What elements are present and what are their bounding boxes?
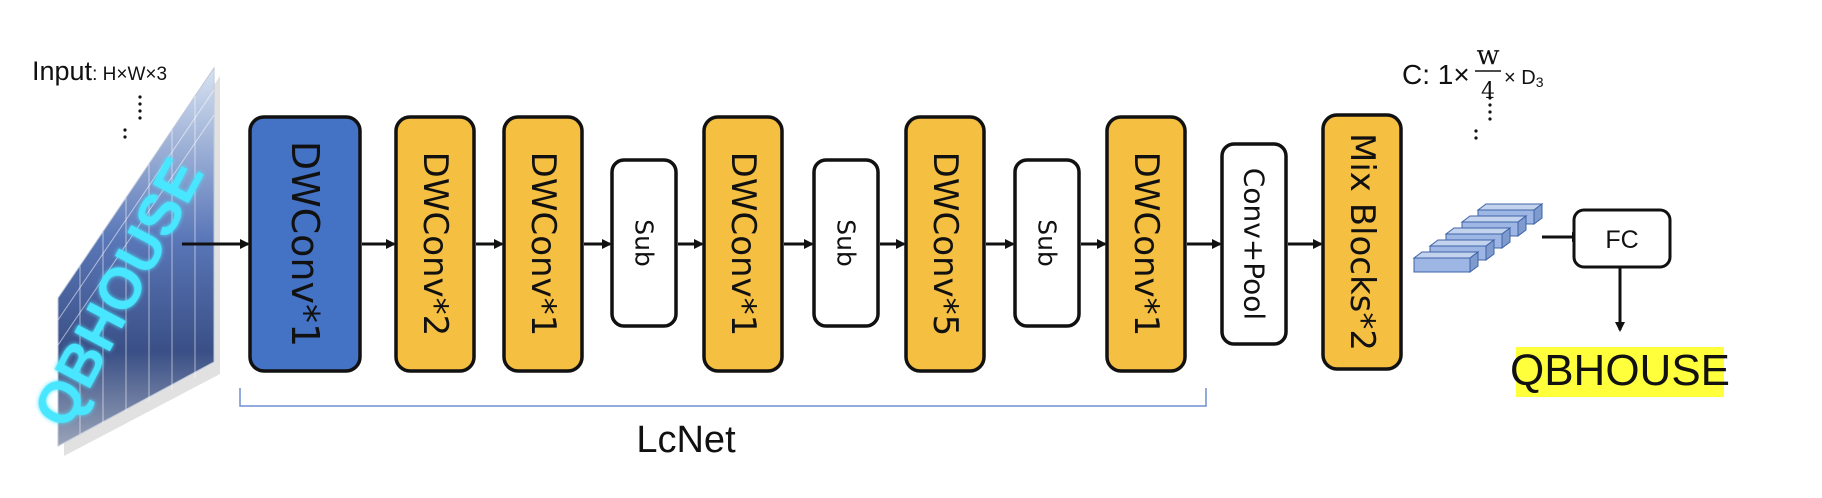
output-highlight xyxy=(1516,347,1724,397)
lcnet-label: LcNet xyxy=(636,419,736,461)
input-shape: H×W×3 xyxy=(103,64,167,85)
fc-label: FC xyxy=(1605,226,1638,254)
block-8-label: Sub xyxy=(1033,219,1062,267)
feature-dots xyxy=(1474,96,1492,140)
input-dots xyxy=(123,95,142,139)
block-7-conv xyxy=(904,115,986,373)
feature-numerator: w xyxy=(1476,40,1499,71)
feature-denominator: 4 xyxy=(1481,79,1495,104)
block-3-label: DWConv*1 xyxy=(523,152,563,337)
block-6-label: Sub xyxy=(832,219,861,267)
network-blocks: DWConv*1 DWConv*2 DWConv*1 Sub DWConv*1 Sub DW… xyxy=(248,113,1403,373)
block-5-label: DWConv*1 xyxy=(723,152,763,337)
block-2-label: DWConv*2 xyxy=(415,152,455,337)
block-4-label: Sub xyxy=(630,219,659,267)
block-8-sub xyxy=(1013,158,1081,328)
feature-tensor-icon xyxy=(1412,203,1544,273)
block-11-conv xyxy=(1321,113,1403,371)
block-3-conv xyxy=(502,115,584,373)
block-10-label: Conv+Pool xyxy=(1238,168,1271,320)
slab-3-top xyxy=(1444,227,1512,235)
fc-block xyxy=(1572,208,1672,269)
block-1-primary xyxy=(248,115,362,373)
block-7-label: DWConv*5 xyxy=(925,152,965,337)
block-6-sub xyxy=(812,158,880,328)
block-10-sub xyxy=(1220,142,1288,346)
block-9-conv xyxy=(1105,115,1187,373)
slab-4-top xyxy=(1428,239,1496,247)
slab-2-top xyxy=(1460,215,1528,223)
feature-subscript: 3 xyxy=(1536,74,1544,90)
input-image: QBHOUSE xyxy=(21,66,220,456)
slab-5-front xyxy=(1413,257,1471,273)
lcnet-bracket xyxy=(239,388,1207,407)
feature-shape-label: C: 1× w 4 × D3 xyxy=(1402,40,1544,104)
input-label: Input: H×W×3 xyxy=(32,56,167,86)
feature-prefix: C: 1× xyxy=(1402,59,1470,90)
block-9-label: DWConv*1 xyxy=(1126,152,1166,337)
block-1-label: DWConv*1 xyxy=(283,141,327,347)
block-2-conv xyxy=(394,115,476,373)
output-label: QBHOUSE xyxy=(1510,346,1730,395)
block-4-sub xyxy=(610,158,678,328)
feature-suffix: × D xyxy=(1504,67,1536,89)
slab-1-top xyxy=(1476,203,1544,211)
block-11-label: Mix Blocks*2 xyxy=(1342,133,1382,351)
block-5-conv xyxy=(702,115,784,373)
svg-text:× D3: × D3 xyxy=(1504,67,1544,90)
slab-5-top xyxy=(1412,251,1480,259)
input-label-text: Input xyxy=(32,56,93,86)
